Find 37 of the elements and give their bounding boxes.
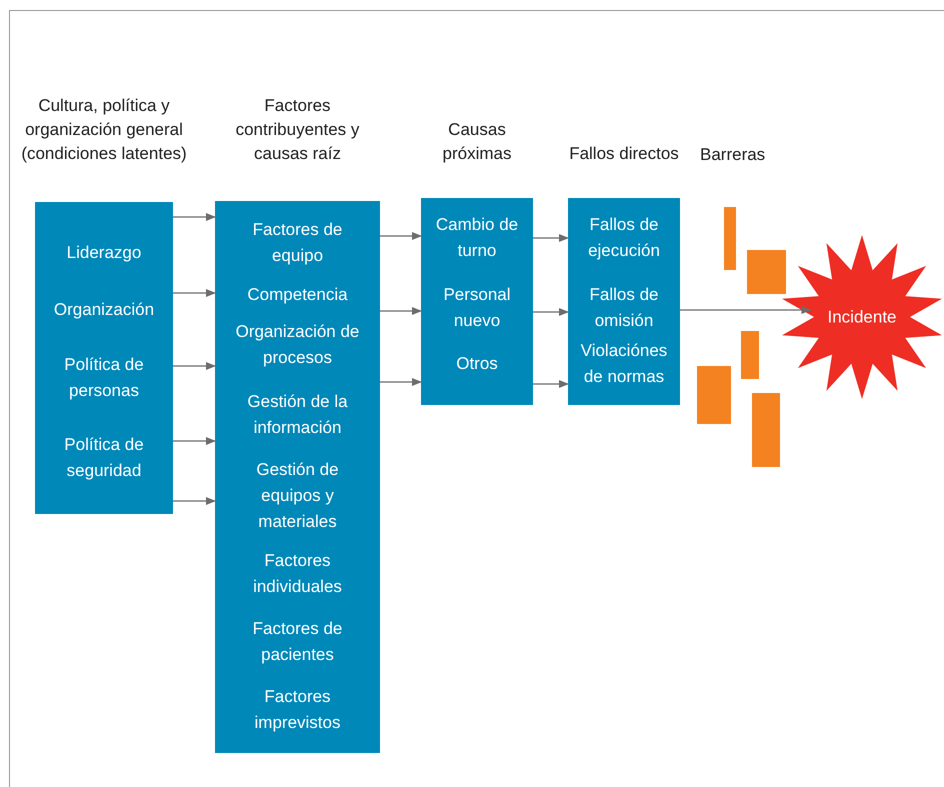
arrow <box>533 234 569 242</box>
box-item-text: Organización <box>52 299 156 321</box>
box-item-text: Factores de pacientes <box>252 618 344 666</box>
box-item-text: Política de personas <box>63 354 145 402</box>
box-item-text: Fallos de omisión <box>588 284 660 332</box>
arrow <box>173 213 216 221</box>
box-item-text: Factores individuales <box>252 550 343 598</box>
box-item-text: Cambio de turno <box>434 214 520 262</box>
box-item-text: Violaciónes de normas <box>580 340 668 388</box>
box-item-text: Factores imprevistos <box>254 686 342 734</box>
barrier-heading: Barreras <box>700 144 766 166</box>
arrow <box>533 380 569 388</box>
arrow <box>380 232 422 240</box>
arrow <box>173 497 216 505</box>
column-heading: Fallos directos <box>569 143 679 165</box>
arrow <box>680 306 812 314</box>
box-item-text: Factores de equipo <box>252 219 344 267</box>
box-item-text: Política de seguridad <box>63 434 145 482</box>
box-item-text: Otros <box>455 353 499 375</box>
arrow <box>380 378 422 386</box>
box-item-text: Organización de procesos <box>234 321 360 369</box>
arrow <box>380 307 422 315</box>
box-item-text: Fallos de ejecución <box>587 214 661 262</box>
box-item-text: Gestión de la información <box>246 391 349 439</box>
arrow <box>173 437 216 445</box>
box-item-text: Personal nuevo <box>442 284 512 332</box>
arrow <box>533 308 569 316</box>
box-item-text: Gestión de equipos y materiales <box>255 459 340 533</box>
box-item-text: Liderazgo <box>66 242 142 264</box>
box-item-text: Competencia <box>246 284 349 306</box>
explosion-burst <box>780 235 944 399</box>
arrow <box>173 362 216 370</box>
column-heading: Causas próximas <box>442 119 512 165</box>
incident-text: Incidente <box>828 306 896 328</box>
arrow <box>173 289 216 297</box>
column-heading: Cultura, política y organización general (condiciones latentes) <box>20 95 188 165</box>
column-heading: Factores contribuyentes y causas raíz <box>234 95 360 165</box>
